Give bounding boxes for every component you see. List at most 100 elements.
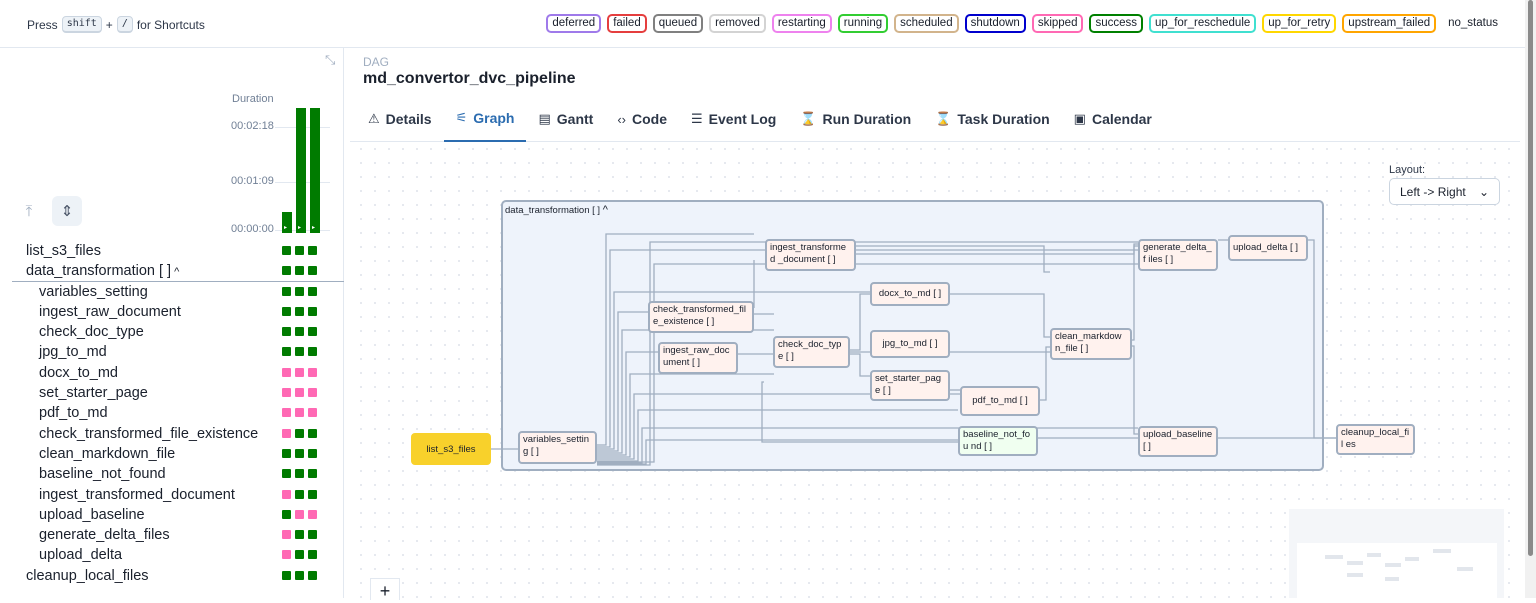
tab-task-duration[interactable]: ⌛Task Duration [923,96,1062,142]
tab-graph[interactable]: ⚟Graph [443,96,527,142]
collapse-icon[interactable]: ⤡ [325,52,336,67]
task-instance-skipped[interactable] [282,367,291,377]
legend-running[interactable]: running [837,14,889,33]
node-list-s3-files[interactable]: list_s3_files [411,433,491,465]
task-instance-success[interactable] [308,266,317,276]
task-instance-success[interactable] [308,448,317,458]
task-row[interactable]: upload_delta [12,545,344,565]
task-row[interactable]: variables_setting [12,282,344,302]
task-instance-success[interactable] [282,246,291,255]
collapse-all-button[interactable]: ⤒ [25,202,33,220]
legend-no-status[interactable]: no_status [1442,14,1504,33]
node-check-transformed-file-existence[interactable]: check_transformed_fil e_existence [ ] [648,301,754,333]
expand-all-button[interactable]: ⇕ [52,196,82,226]
task-instance-success[interactable] [282,327,291,337]
task-instance-success[interactable] [308,306,317,316]
task-instance-skipped[interactable] [295,388,304,398]
task-row[interactable]: jpg_to_md [12,342,344,362]
task-instance-success[interactable] [308,489,317,499]
task-instance-skipped[interactable] [282,388,291,398]
task-row[interactable]: set_starter_page [12,383,344,403]
tab-gantt[interactable]: ▤Gantt [526,96,605,142]
task-instance-success[interactable] [295,347,304,357]
run-duration-bar[interactable]: ▸ [282,212,292,233]
task-instance-skipped[interactable] [295,367,304,377]
task-instance-success[interactable] [308,246,317,255]
task-instance-success[interactable] [308,469,317,479]
legend-skipped[interactable]: skipped [1031,14,1084,33]
node-set-starter-page[interactable]: set_starter_page [ ] [870,370,950,401]
task-instance-skipped[interactable] [308,367,317,377]
graph-canvas[interactable]: Layout: Left -> Right ⌄ data_transformat… [354,142,1519,601]
tab-event-log[interactable]: ☰Event Log [679,96,788,142]
task-row[interactable]: check_doc_type [12,322,344,342]
legend-success[interactable]: success [1089,14,1144,33]
task-instance-success[interactable] [295,448,304,458]
task-instance-success[interactable] [282,347,291,357]
tab-calendar[interactable]: ▣Calendar [1062,96,1164,142]
node-upload-baseline[interactable]: upload_baseline [ ] [1138,426,1218,457]
task-instance-success[interactable] [295,428,304,438]
tab-run-duration[interactable]: ⌛Run Duration [788,96,923,142]
task-row[interactable]: ingest_transformed_document [12,485,344,505]
task-instance-skipped[interactable] [295,509,304,519]
task-instance-success[interactable] [308,327,317,337]
legend-deferred[interactable]: deferred [546,14,602,33]
task-row[interactable]: docx_to_md [12,363,344,383]
task-instance-skipped[interactable] [308,509,317,519]
task-instance-success[interactable] [295,327,304,337]
task-instance-success[interactable] [282,448,291,458]
caret-up-icon[interactable]: ^ [171,266,180,279]
task-instance-success[interactable] [308,347,317,357]
legend-queued[interactable]: queued [652,14,704,33]
task-instance-skipped[interactable] [295,408,304,418]
task-row[interactable]: pdf_to_md [12,403,344,423]
node-ingest-raw-document[interactable]: ingest_raw_doc ument [ ] [658,342,738,374]
task-instance-success[interactable] [282,570,291,580]
scrollbar-thumb[interactable] [1528,0,1533,556]
group-label[interactable]: data_transformation [ ] ^ [505,204,608,216]
task-instance-success[interactable] [282,306,291,316]
task-instance-success[interactable] [295,530,304,540]
tab-details[interactable]: ⚠Details [356,96,444,142]
run-duration-bar[interactable]: ▸ [310,108,320,233]
zoom-in-button[interactable]: + [370,578,400,601]
task-instance-success[interactable] [282,509,291,519]
task-instance-skipped[interactable] [282,550,291,560]
task-row[interactable]: baseline_not_found [12,464,344,484]
task-instance-success[interactable] [282,266,291,276]
task-instance-success[interactable] [295,489,304,499]
task-instance-success[interactable] [295,570,304,580]
legend-scheduled[interactable]: scheduled [894,14,959,33]
task-row[interactable]: data_transformation [ ] ^ [12,261,344,282]
task-instance-success[interactable] [308,428,317,438]
task-instance-success[interactable] [295,266,304,276]
node-jpg-to-md[interactable]: jpg_to_md [ ] [870,330,950,358]
node-check-doc-type[interactable]: check_doc_type [ ] [773,336,850,368]
legend-restarting[interactable]: restarting [771,14,832,33]
task-instance-skipped[interactable] [282,489,291,499]
node-variables-setting[interactable]: variables_setting [ ] [518,431,597,464]
task-instance-success[interactable] [308,286,317,296]
task-instance-success[interactable] [295,469,304,479]
legend-upstream-failed[interactable]: upstream_failed [1342,14,1437,33]
task-row[interactable]: list_s3_files [12,241,344,261]
task-instance-success[interactable] [295,246,304,255]
task-instance-skipped[interactable] [308,408,317,418]
node-ingest-transformed-document[interactable]: ingest_transformed _document [ ] [765,239,856,271]
node-cleanup-local-files[interactable]: cleanup_local_fil es [1336,424,1415,455]
node-upload-delta[interactable]: upload_delta [ ] [1228,235,1308,261]
task-instance-success[interactable] [308,550,317,560]
node-docx-to-md[interactable]: docx_to_md [ ] [870,282,950,306]
legend-up-for-reschedule[interactable]: up_for_reschedule [1149,14,1257,33]
graph-minimap[interactable] [1289,509,1504,598]
task-instance-success[interactable] [282,469,291,479]
task-instance-success[interactable] [295,550,304,560]
legend-removed[interactable]: removed [709,14,766,33]
node-generate-delta-files[interactable]: generate_delta_f iles [ ] [1138,239,1218,271]
task-row[interactable]: ingest_raw_document [12,302,344,322]
node-baseline-not-found[interactable]: baseline_not_fou nd [ ] [958,426,1038,456]
task-instance-success[interactable] [295,286,304,296]
tab-code[interactable]: ‹›Code [605,96,679,142]
task-instance-success[interactable] [308,530,317,540]
